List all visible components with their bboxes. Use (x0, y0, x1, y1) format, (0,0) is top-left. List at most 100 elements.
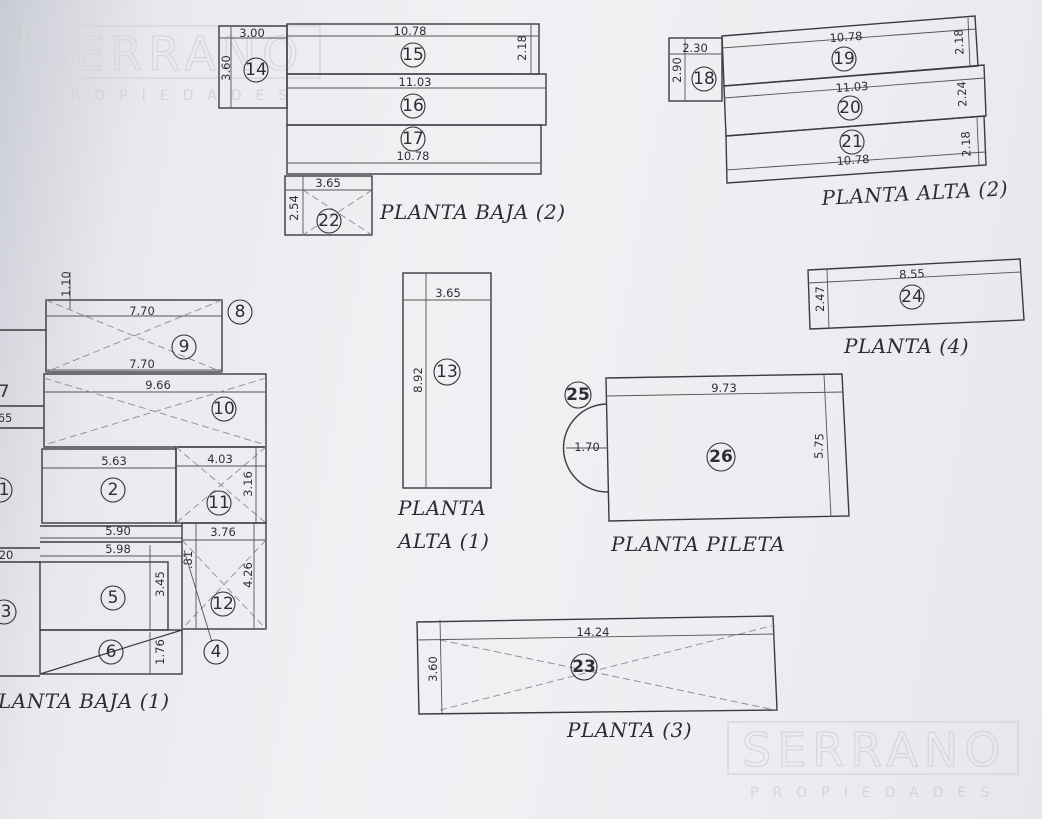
unit-23-label: 23 (572, 657, 596, 677)
unit-21-label: 21 (841, 132, 863, 152)
plan-planta-baja-2: 3.00 3.60 14 10.78 2.18 15 11.03 16 17 1… (218, 23, 565, 236)
dim-16-width: 11.03 (399, 75, 432, 89)
label-planta-3: PLANTA (3) (566, 718, 692, 742)
unit-25-label: 25 (566, 385, 590, 405)
unit-9-outline (45, 299, 223, 373)
dim-23-height: 3.60 (426, 656, 440, 682)
watermark-bottom-right: SERRANO PROPIEDADES (727, 721, 1019, 801)
dim-24-width: 8.55 (899, 266, 925, 281)
svg-text:SERRANO: SERRANO (742, 723, 1006, 777)
unit-15-label: 15 (402, 45, 424, 65)
svg-text:PROPIEDADES: PROPIEDADES (48, 88, 301, 104)
unit-5-outline (39, 561, 169, 631)
dim-3-45: 3.45 (153, 571, 167, 597)
dim-22-height: 2.54 (287, 195, 301, 221)
dim-15-width: 10.78 (394, 24, 427, 38)
dim-13-height: 8.92 (411, 367, 425, 393)
unit-24-label: 24 (901, 287, 923, 307)
label-planta-baja-1: LANTA BAJA (1) (0, 689, 170, 713)
dim-5-98: 5.98 (105, 542, 131, 556)
dim-21-width: 10.78 (836, 152, 870, 168)
unit-24-outline (807, 258, 1025, 330)
unit-20-outline (723, 64, 987, 137)
dim-12-height: 4.26 (241, 562, 255, 588)
dim-18-width: 2.30 (682, 41, 708, 55)
dim-19-width: 10.78 (829, 29, 863, 45)
dim-12-width: 3.76 (210, 525, 236, 539)
label-planta-alta-2: PLANTA ALTA (2) (820, 176, 1009, 210)
unit-23-outline (416, 615, 778, 715)
dim-20: 20 (0, 548, 13, 562)
unit-1-label: 1 (0, 480, 9, 500)
unit-6-label: 6 (106, 642, 117, 662)
unit-17-outline (286, 124, 542, 175)
dim-1-10: 1.10 (59, 271, 73, 297)
unit-4-label: 4 (211, 642, 222, 662)
unit-8-label: 8 (235, 302, 246, 322)
unit-13-outline (402, 272, 492, 489)
unit-13-label: 13 (436, 362, 458, 382)
label-planta-4: PLANTA (4) (843, 334, 969, 358)
dim-18-height: 2.90 (670, 57, 684, 83)
unit-7-label: 7 (0, 382, 9, 402)
dim-1-76: 1.76 (153, 639, 167, 665)
unit-22-outline (284, 175, 373, 236)
dim-11-height: 3.16 (241, 471, 255, 497)
dim-22-width: 3.65 (315, 176, 341, 190)
plan-planta-alta-1: 3.65 8.92 13 PLANTA ALTA (1) (396, 272, 492, 553)
dim-24-height: 2.47 (813, 286, 827, 312)
dim-23-width: 14.24 (577, 625, 610, 639)
unit-10-outline (43, 373, 267, 448)
dim-9-width-bottom: 7.70 (129, 357, 155, 371)
label-planta-alta-1-line1: PLANTA (397, 496, 486, 520)
plan-planta-alta-2: 2.30 2.90 18 10.78 2.18 19 11.03 2.24 20… (668, 15, 1009, 210)
unit-20-label: 20 (839, 98, 861, 118)
dim-20-height: 2.24 (954, 81, 969, 107)
dim-20-width: 11.03 (835, 79, 869, 95)
unit-26-label: 26 (709, 447, 733, 467)
unit-14-label: 14 (245, 60, 267, 80)
unit-19-label: 19 (833, 49, 855, 69)
unit-10-label: 10 (213, 399, 235, 419)
dim-2-width: 5.63 (101, 454, 127, 468)
unit-16-label: 16 (402, 96, 424, 116)
unit-22-label: 22 (318, 211, 340, 231)
unit-9-label: 9 (179, 337, 190, 357)
dim-0-81: .81 (181, 551, 195, 569)
label-planta-alta-1-line2: ALTA (1) (396, 529, 489, 553)
dim-25-radius: 1.70 (574, 440, 600, 454)
unit-11-label: 11 (208, 493, 230, 513)
dim-13-width: 3.65 (435, 286, 461, 300)
unit-12-outline (181, 522, 267, 630)
watermark-top-left: SERRANO PROPIEDADES (23, 25, 321, 104)
dim-15-height: 2.18 (515, 35, 529, 61)
dim-11-width: 4.03 (207, 452, 233, 466)
dim-21-height: 2.18 (958, 131, 973, 157)
dim-14-height: 3.60 (219, 55, 233, 81)
unit-6-outline (39, 629, 183, 675)
unit-25-outline (562, 403, 609, 493)
dim-14-width: 3.00 (239, 26, 265, 40)
dim-26-height: 5.75 (812, 433, 827, 459)
dim-9-width-top: 7.70 (129, 304, 155, 318)
unit-18-outline (668, 37, 723, 102)
dim-19-height: 2.18 (951, 29, 966, 55)
plan-planta-pileta: 9.73 5.75 26 1.70 25 PLANTA PILETA (562, 373, 850, 556)
plan-planta-baja-1: 7 1 3 65 20 1.10 7.70 7.70 8 9 9.66 10 5… (0, 271, 267, 713)
unit-21-outline (725, 115, 987, 184)
svg-text:SERRANO: SERRANO (40, 27, 304, 81)
unit-26-outline (605, 373, 850, 522)
dim-17-width: 10.78 (397, 149, 430, 163)
dim-10-width: 9.66 (145, 378, 171, 392)
svg-text:PROPIEDADES: PROPIEDADES (750, 785, 1003, 801)
unit-17-label: 17 (402, 129, 424, 149)
unit-2-label: 2 (108, 480, 119, 500)
dim-65: 65 (0, 411, 12, 425)
unit-18-label: 18 (693, 69, 715, 89)
dim-5-90: 5.90 (105, 524, 131, 538)
label-planta-pileta: PLANTA PILETA (610, 532, 785, 556)
unit-12-label: 12 (212, 594, 234, 614)
plan-planta-3: 14.24 3.60 23 PLANTA (3) (416, 615, 778, 742)
